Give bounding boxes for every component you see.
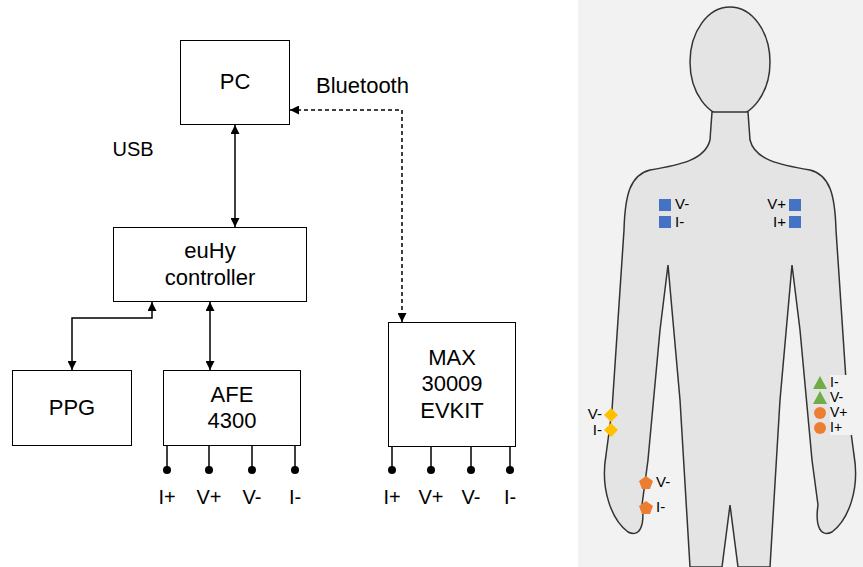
pin-name: I+	[372, 486, 412, 508]
wired-link	[209, 302, 211, 370]
wired-link	[234, 125, 236, 227]
electrode-name: I-	[830, 375, 852, 390]
electrode-name: I+	[830, 420, 852, 435]
pin-name: V+	[189, 486, 229, 508]
block-box: AFE 4300	[163, 370, 301, 446]
electrode-name: I-	[675, 214, 699, 231]
electrode-pentagon	[639, 476, 653, 489]
block-box: euHy controller	[113, 227, 307, 302]
link-label: USB	[108, 138, 158, 160]
pin-name: V-	[451, 486, 491, 508]
electrode-triangle	[813, 391, 827, 404]
electrode-square	[789, 199, 801, 211]
electrode-name: I-	[656, 499, 678, 516]
panel-ground	[578, 0, 863, 567]
head-outline	[690, 7, 770, 117]
pin-name: V-	[232, 486, 272, 508]
pin-wires	[167, 446, 510, 468]
block-box: PC	[180, 40, 290, 125]
electrode-square	[659, 199, 671, 211]
electrode-pentagon	[639, 501, 653, 514]
electrode-name: V-	[830, 390, 852, 405]
electrode-name: V-	[580, 406, 602, 423]
electrode-circle	[814, 422, 826, 434]
pin-name: I-	[275, 486, 315, 508]
pin-name: V+	[411, 486, 451, 508]
electrode-name: V-	[656, 474, 678, 491]
electrode-name: V+	[830, 405, 852, 420]
link-label: Bluetooth	[316, 74, 416, 98]
block-name: AFE 4300	[192, 382, 272, 435]
block-name: MAX 30009 EVKIT	[411, 345, 493, 424]
electrode-name: V-	[675, 196, 699, 213]
block-name: euHy controller	[150, 238, 270, 291]
pin-name: I+	[147, 486, 187, 508]
block-box: PPG	[12, 370, 132, 446]
body-outline	[604, 112, 855, 567]
electrode-name: I-	[580, 422, 602, 439]
block-box: MAX 30009 EVKIT	[388, 322, 516, 447]
electrode-square	[659, 216, 671, 228]
block-name: PPG	[49, 395, 95, 421]
electrode-name: I+	[762, 214, 786, 231]
electrode-square	[789, 216, 801, 228]
electrode-diamond	[604, 408, 618, 422]
electrode-name: V+	[762, 196, 786, 213]
pin-dots	[163, 466, 514, 474]
block-name: PC	[220, 69, 251, 95]
pin-name: I-	[490, 486, 530, 508]
electrode-circle	[814, 407, 826, 419]
wired-link	[72, 302, 152, 370]
electrode-diamond	[604, 423, 618, 437]
electrode-triangle	[813, 376, 827, 389]
